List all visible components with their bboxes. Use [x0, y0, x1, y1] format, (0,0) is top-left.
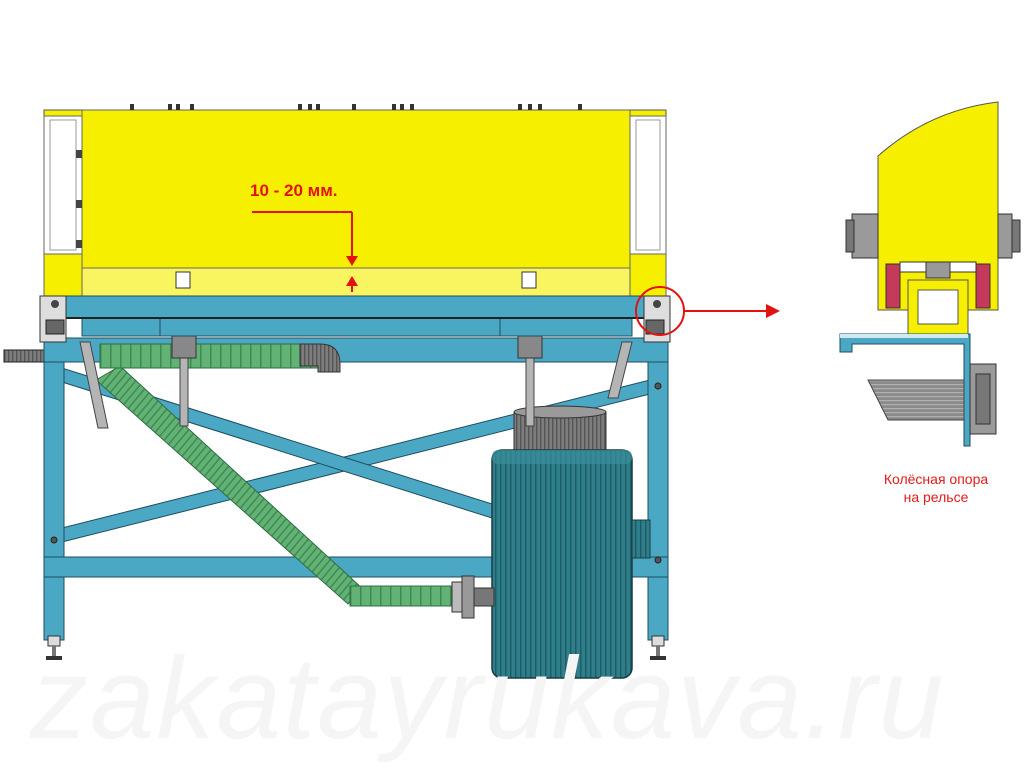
bracket [521, 271, 537, 289]
yellow-housing [43, 104, 667, 297]
frame-leg-left [43, 337, 65, 641]
dimension-arrow [252, 211, 358, 292]
detail-caption-line-2: на рельсе [903, 489, 969, 505]
detail-pointer-arrowhead [766, 304, 780, 318]
watermark: zakatayrukava.ru [30, 633, 946, 763]
machine-main-view [3, 104, 780, 679]
strut-mid-right [525, 349, 535, 427]
wheel-support-left [39, 295, 67, 343]
clamp [517, 335, 543, 359]
detail-caption-line-1: Колёсная опора [883, 471, 989, 487]
strut-right [607, 341, 633, 399]
bolt [50, 536, 58, 544]
green-hose-top [99, 343, 321, 369]
bracket [175, 271, 191, 289]
teal-roller [491, 449, 651, 679]
wheel-support-detail-view [839, 101, 1021, 447]
clamp [171, 335, 197, 359]
hose-elbow [299, 343, 341, 373]
green-hose-bottom [349, 585, 453, 607]
blue-rail [65, 295, 647, 319]
adjustable-foot-left [46, 635, 62, 660]
bolt [654, 556, 662, 564]
bolt [654, 382, 662, 390]
strut-left [79, 341, 109, 429]
hose-coupling [451, 575, 495, 619]
blue-rail-lower [81, 317, 633, 337]
detail-caption: Колёсная опора на рельсе [846, 470, 1024, 506]
adjustable-foot-right [650, 635, 666, 660]
strut-mid-left [179, 349, 189, 427]
dimension-label: 10 - 20 мм. [250, 181, 338, 200]
